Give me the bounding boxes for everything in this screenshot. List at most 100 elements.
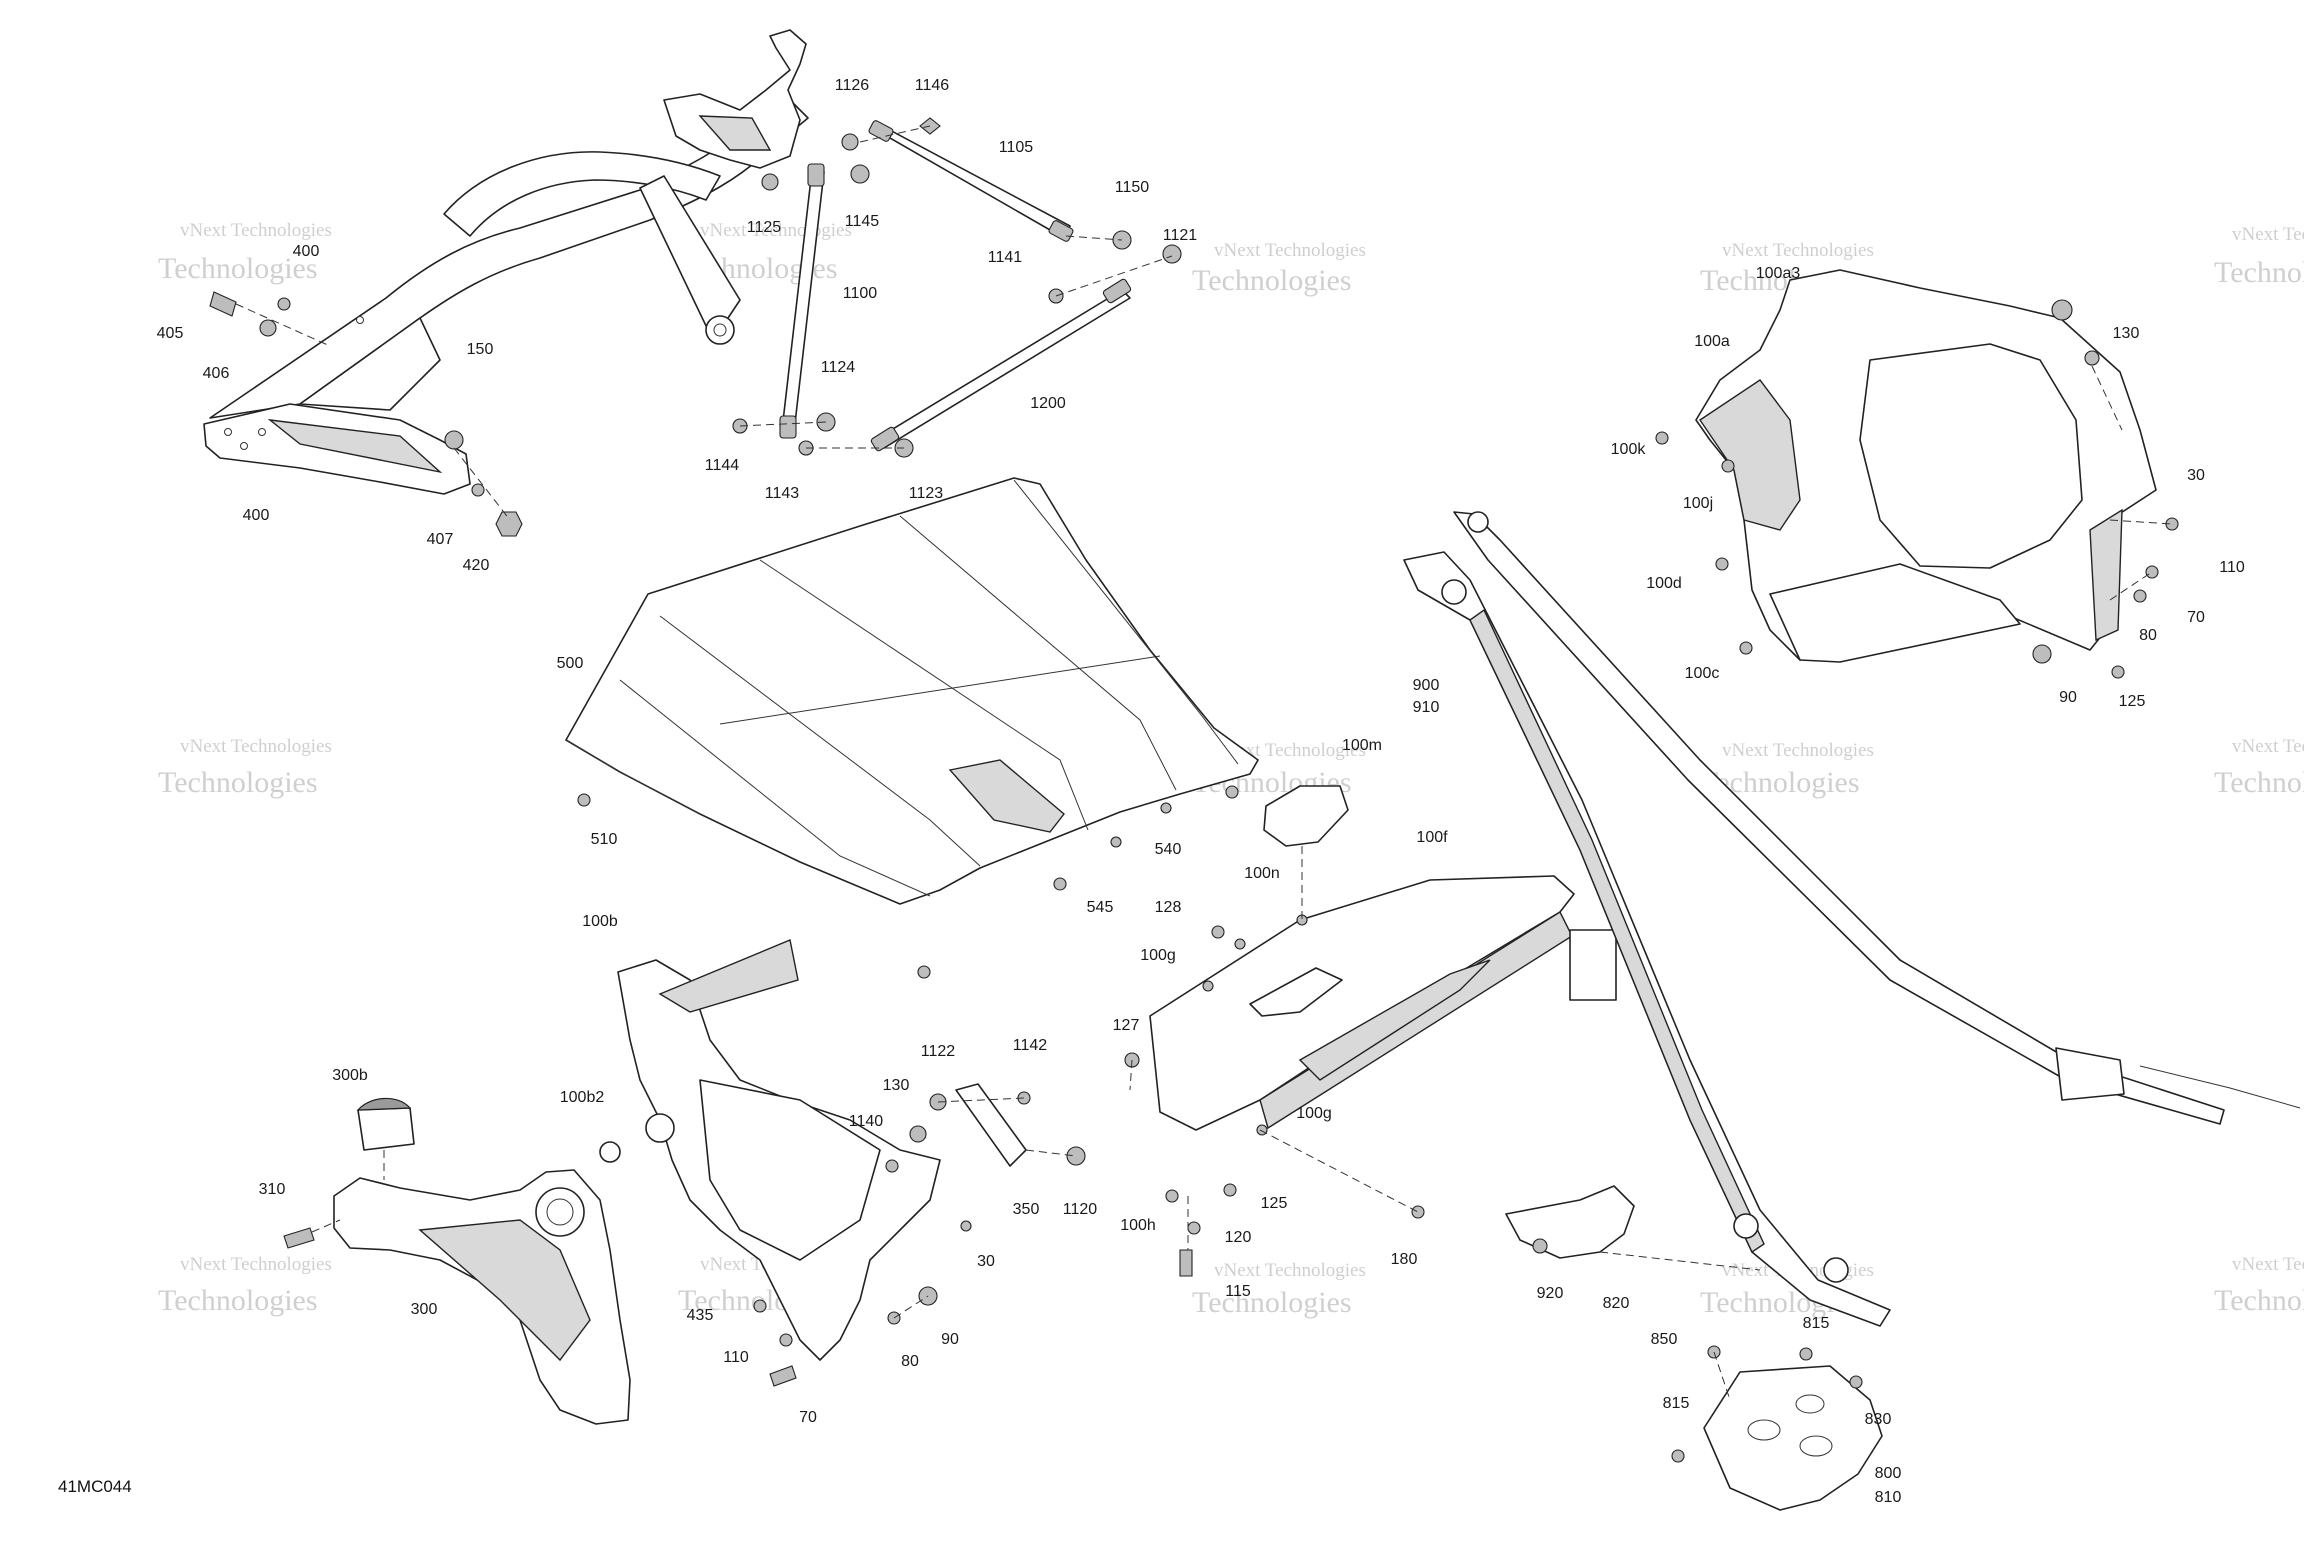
watermark-line2: Technologies bbox=[158, 1284, 318, 1317]
part-label-70-a: 70 bbox=[2187, 609, 2205, 626]
watermark-line2: Technologies bbox=[1192, 264, 1352, 297]
rod-1200-end-a bbox=[1102, 278, 1132, 304]
roof-rib bbox=[619, 679, 931, 897]
bolt-435 bbox=[753, 1299, 767, 1313]
part-label-420: 420 bbox=[463, 557, 490, 574]
watermark-line2: Technologies bbox=[1192, 1286, 1352, 1319]
bolt-400 bbox=[277, 297, 291, 311]
bolt-100k bbox=[1655, 431, 1669, 445]
part-label-100a3: 100a3 bbox=[1756, 265, 1801, 282]
part-label-100f: 100f bbox=[1416, 829, 1448, 846]
skid-plate-hole bbox=[1747, 1419, 1781, 1441]
axis-line bbox=[1599, 1251, 1761, 1271]
part-label-1140: 1140 bbox=[849, 1113, 884, 1130]
part-label-815-a: 815 bbox=[1803, 1315, 1830, 1332]
rod-group bbox=[779, 120, 1132, 452]
rail-inner-face bbox=[1469, 608, 1765, 1254]
rear-cage-assembly bbox=[1655, 269, 2179, 679]
part-label-130-b: 130 bbox=[883, 1077, 910, 1094]
roof-rib bbox=[1013, 479, 1239, 765]
skid-plate-800 bbox=[1703, 1365, 1883, 1511]
axis-line bbox=[1055, 255, 1173, 297]
screw-roof-right bbox=[1225, 785, 1239, 799]
part-label-100g-b: 100g bbox=[1296, 1105, 1332, 1122]
part-label-100j: 100j bbox=[1683, 495, 1713, 512]
part-label-1142: 1142 bbox=[1013, 1037, 1048, 1054]
part-label-100a: 100a bbox=[1694, 333, 1730, 350]
part-label-100b2: 100b2 bbox=[560, 1089, 605, 1106]
rod-1100 bbox=[781, 169, 825, 433]
bolt-70 bbox=[2145, 565, 2159, 579]
part-label-100h: 100h bbox=[1120, 1217, 1156, 1234]
upper-bar-assembly bbox=[203, 29, 809, 495]
bracket-300-web bbox=[418, 1219, 591, 1362]
part-label-300: 300 bbox=[411, 1301, 438, 1318]
watermark-top-mid: vNext Technologies Technologies bbox=[1192, 240, 1366, 297]
watermark-mid-right: vNext Technologies Technologies bbox=[1700, 740, 1874, 799]
nut-100a3 bbox=[2051, 299, 2073, 321]
screw-540-b bbox=[1110, 836, 1122, 848]
part-label-815-b: 815 bbox=[1663, 1395, 1690, 1412]
bolt-128 bbox=[1211, 925, 1225, 939]
watermark-bottom-edge: vNext Technologies Technologies bbox=[2214, 1254, 2304, 1317]
axis-line bbox=[859, 125, 931, 143]
axis-line bbox=[1065, 235, 1123, 241]
watermark-line1: vNext Technologies bbox=[2232, 224, 2304, 245]
front-bar-pivot-hole bbox=[713, 323, 727, 337]
part-label-110-b: 110 bbox=[723, 1349, 749, 1366]
washer-1126 bbox=[841, 133, 859, 151]
part-label-150: 150 bbox=[467, 341, 494, 358]
bolt-100g-b bbox=[1256, 1124, 1268, 1136]
watermark-top-left: vNext Technologies Technologies bbox=[158, 220, 332, 285]
part-label-130-a: 130 bbox=[2113, 325, 2140, 342]
nut-90 bbox=[2032, 644, 2052, 664]
part-label-407: 407 bbox=[427, 531, 454, 548]
frame-100b-bush bbox=[645, 1113, 675, 1143]
part-label-100g-a: 100g bbox=[1140, 947, 1176, 964]
frame-100b-bracket bbox=[658, 939, 799, 1013]
bolt-920 bbox=[1532, 1238, 1548, 1254]
part-label-1100: 1100 bbox=[843, 285, 878, 302]
part-label-310: 310 bbox=[259, 1181, 286, 1198]
part-label-30-b: 30 bbox=[977, 1253, 995, 1270]
bolt-405 bbox=[209, 291, 237, 317]
clip-30 bbox=[960, 1220, 972, 1232]
roof-front-edge bbox=[565, 739, 701, 815]
part-label-1122: 1122 bbox=[921, 1043, 956, 1060]
watermark-bottom-mid: vNext Technologies Technologies bbox=[1192, 1260, 1366, 1319]
screw-roof-bottom bbox=[917, 965, 931, 979]
part-label-100d: 100d bbox=[1646, 575, 1682, 592]
cage-100a-window bbox=[1859, 343, 2083, 569]
bolt-100g bbox=[1202, 980, 1214, 992]
part-label-1124: 1124 bbox=[821, 359, 856, 376]
roof-crossline bbox=[719, 655, 1161, 725]
plate-100f-rib bbox=[1298, 959, 1491, 1081]
part-label-30-a: 30 bbox=[2187, 467, 2205, 484]
watermark-mid-edge: vNext Technologies Technologies bbox=[2214, 736, 2304, 799]
axis-line bbox=[1713, 1351, 1731, 1401]
axis-line bbox=[1259, 1129, 1419, 1213]
part-label-180: 180 bbox=[1391, 1251, 1418, 1268]
frame-100b-inner-panel bbox=[699, 1079, 881, 1261]
part-label-100b: 100b bbox=[582, 913, 618, 930]
part-label-1126: 1126 bbox=[835, 77, 870, 94]
bolt-110-b bbox=[779, 1333, 793, 1347]
watermark-line1: vNext Technologies bbox=[1214, 240, 1366, 261]
front-bar-top-bracket bbox=[663, 29, 807, 169]
watermark-line2: Technologies bbox=[2214, 1284, 2304, 1317]
front-bar-top-bracket-face bbox=[698, 115, 772, 151]
rail-side-line bbox=[2139, 1065, 2301, 1109]
cage-100a-floor bbox=[1769, 563, 2021, 663]
part-label-350: 350 bbox=[1013, 1201, 1040, 1218]
part-label-1143: 1143 bbox=[765, 485, 800, 502]
part-label-1123: 1123 bbox=[909, 485, 944, 502]
roof-rib bbox=[759, 559, 1089, 831]
part-label-400-a: 400 bbox=[293, 243, 320, 260]
part-label-830: 830 bbox=[1865, 1411, 1892, 1428]
rod-1200-end-b bbox=[870, 426, 900, 452]
cover-100m bbox=[1263, 785, 1349, 847]
bolt-125 bbox=[1223, 1183, 1237, 1197]
part-label-1141: 1141 bbox=[988, 249, 1023, 266]
